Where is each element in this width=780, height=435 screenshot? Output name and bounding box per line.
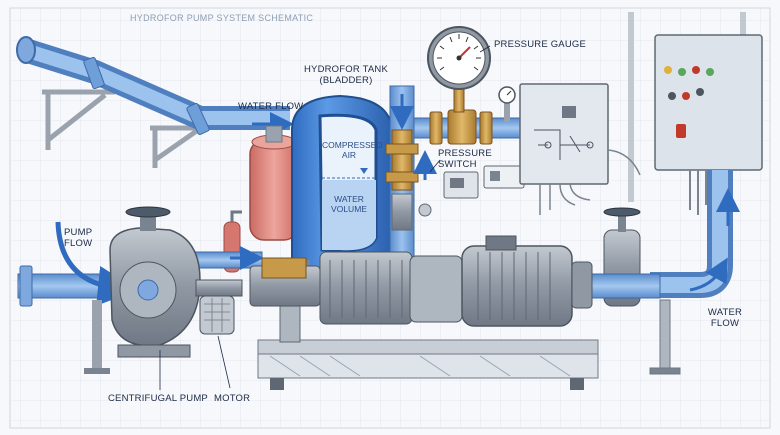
red-expansion-tank <box>249 125 299 241</box>
label-water-flow-right: WATER FLOW <box>707 307 743 329</box>
leader-lines <box>159 45 491 390</box>
tank-water-volume: WATER VOLUME <box>331 194 367 214</box>
centrifugal-pump <box>84 206 201 374</box>
label-water-flow-top: WATER FLOW <box>238 101 304 112</box>
wall-bracket-left <box>42 89 115 150</box>
gauge-line-pipe <box>413 109 545 145</box>
pressure-switch <box>413 150 525 199</box>
label-hydrofor-tank: HYDROFOR TANK (BLADDER) <box>303 64 389 86</box>
label-pump-flow: PUMP FLOW <box>64 227 93 249</box>
label-motor: MOTOR <box>214 393 251 404</box>
small-gauge <box>498 86 516 122</box>
motor <box>409 235 593 327</box>
label-pressure-gauge: PRESSURE GAUGE <box>494 39 587 50</box>
wiring <box>539 149 641 215</box>
tank-compressed-air: COMPRESSED AIR <box>322 140 383 160</box>
brass-valve-assembly <box>385 129 432 231</box>
label-pressure-switch: PRESSURE SWITCH <box>438 148 492 170</box>
label-centrifugal-pump: CENTRIFUGAL PUMP <box>108 393 208 404</box>
multistage-pump <box>249 251 413 325</box>
pressure-gauge <box>427 26 491 113</box>
pump-skid <box>257 299 599 390</box>
strainer <box>195 279 243 335</box>
diagram-title: HYDROFOR PUMP SYSTEM SCHEMATIC <box>130 13 314 23</box>
outlet-pipe-right <box>650 170 740 298</box>
hydrofor-tank <box>291 94 393 300</box>
inlet-pipe-top <box>16 36 290 135</box>
relay-box <box>519 83 609 185</box>
support-legs-right <box>649 299 681 375</box>
pump-flow-arrow <box>55 221 138 306</box>
